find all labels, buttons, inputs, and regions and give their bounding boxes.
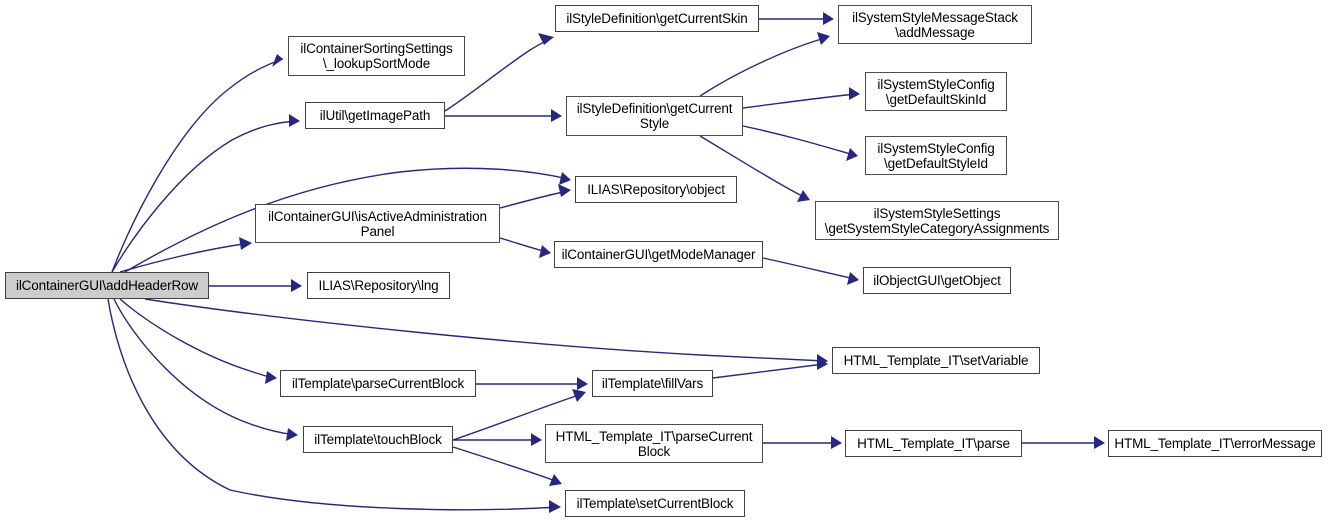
node-addHeaderRow[interactable]: ilContainerGUI\addHeaderRow [5,272,209,299]
edge-itParse-to-errorMessage [1022,436,1105,449]
edge-getModeManager-to-getObject [762,257,859,285]
node-getModeManager[interactable]: ilContainerGUI\getModeManager [554,241,763,268]
node-repoLng[interactable]: ILIAS\Repository\lng [307,272,450,299]
edge-getImagePath-to-getCurrentSkin [444,33,554,112]
node-fillVars[interactable]: ilTemplate\fillVars [592,370,713,397]
node-getCurrentStyle[interactable]: ilStyleDefinition\getCurrent Style [566,96,743,136]
edge-parseCurrentBlock-to-fillVars [476,377,588,390]
edge-getCurrentStyle-to-getSystemStyleCategoryAssignments [699,135,810,202]
node-repoObject[interactable]: ILIAS\Repository\object [575,176,737,203]
edge-touchBlock-to-fillVars [452,389,586,441]
node-getImagePath[interactable]: ilUtil\getImagePath [305,102,445,129]
edge-addHeaderRow-to-touchBlock [113,298,298,441]
edge-touchBlock-to-itParseCurrentBlock [453,433,542,446]
edge-addHeaderRow-to-lookupSortMode [111,54,284,273]
node-touchBlock[interactable]: ilTemplate\touchBlock [303,426,453,453]
edge-addHeaderRow-to-getImagePath [111,114,300,273]
node-getDefaultSkinId[interactable]: ilSystemStyleConfig \getDefaultSkinId [865,72,1007,111]
edge-getImagePath-to-getCurrentStyle [445,109,562,122]
node-isActiveAdministrationPanel[interactable]: ilContainerGUI\isActiveAdministration Pa… [255,204,500,243]
edge-getCurrentSkin-to-addMessage [759,12,834,25]
edge-getCurrentStyle-to-getDefaultStyleId [742,125,858,161]
node-getCurrentSkin[interactable]: ilStyleDefinition\getCurrentSkin [555,5,759,32]
node-getSystemStyleCategoryAssignments[interactable]: ilSystemStyleSettings \getSystemStyleCat… [815,201,1059,240]
node-itParseCurrentBlock[interactable]: HTML_Template_IT\parseCurrent Block [545,424,763,463]
node-errorMessage[interactable]: HTML_Template_IT\errorMessage [1108,430,1322,457]
node-getObject[interactable]: ilObjectGUI\getObject [863,267,1011,294]
node-lookupSortMode[interactable]: ilContainerSortingSettings \_lookupSortM… [288,36,465,76]
edge-touchBlock-to-setCurrentBlock [452,446,562,486]
edge-isActiveAdministrationPanel-to-getModeManager [499,237,551,258]
node-getDefaultStyleId[interactable]: ilSystemStyleConfig \getDefaultStyleId [865,136,1007,175]
edge-getCurrentStyle-to-getDefaultSkinId [742,87,860,109]
node-itParse[interactable]: HTML_Template_IT\parse [845,430,1022,457]
node-addMessage[interactable]: ilSystemStyleMessageStack \addMessage [838,5,1032,44]
node-setCurrentBlock[interactable]: ilTemplate\setCurrentBlock [565,490,745,517]
edge-addHeaderRow-to-setCurrentBlock [107,298,561,513]
edge-addHeaderRow-to-repoLng [209,279,302,292]
node-setVariable[interactable]: HTML_Template_IT\setVariable [832,347,1040,374]
edge-addHeaderRow-to-parseCurrentBlock [119,298,277,384]
edge-addHeaderRow-to-repoObject [124,167,571,273]
edge-addHeaderRow-to-setVariable [144,298,828,367]
node-parseCurrentBlock[interactable]: ilTemplate\parseCurrentBlock [280,370,476,397]
edge-getCurrentStyle-to-addMessage [699,32,830,97]
edge-isActiveAdministrationPanel-to-repoObject [499,184,571,209]
edge-fillVars-to-setVariable [712,357,828,379]
edge-itParseCurrentBlock-to-itParse [763,436,842,449]
edge-addHeaderRow-to-isActiveAdministrationPanel [119,237,252,273]
